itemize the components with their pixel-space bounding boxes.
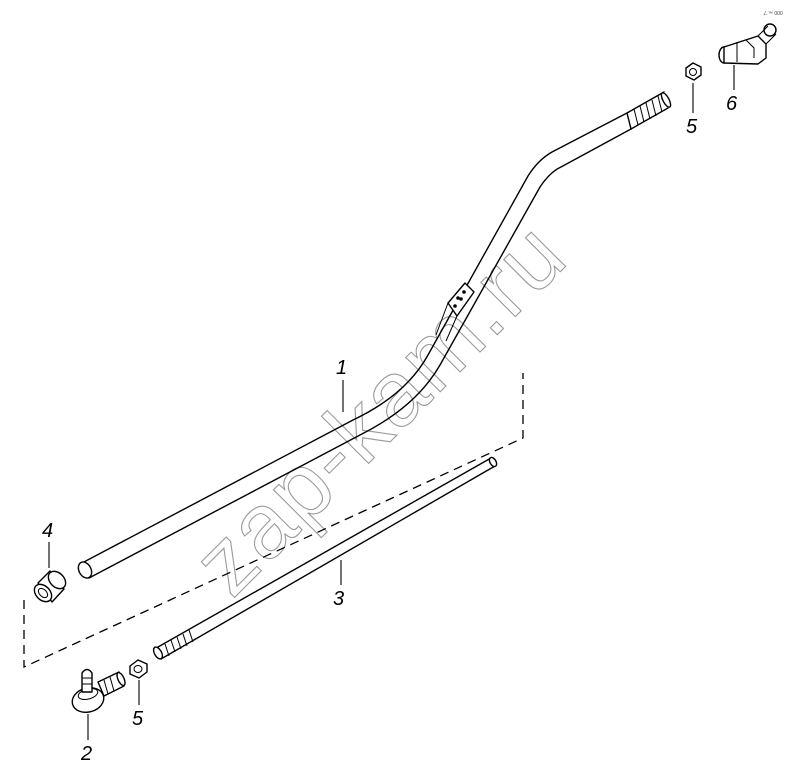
callout-5-upper: 5 — [686, 116, 698, 138]
callout-2: 2 — [80, 743, 92, 765]
callout-4: 4 — [42, 520, 53, 542]
assembly-dashed-outline — [23, 373, 524, 669]
drawing-code: ㄥ™ 000 — [763, 11, 783, 17]
callout-1: 1 — [336, 357, 347, 379]
part-3-threaded-rod — [152, 456, 498, 660]
callout-3: 3 — [333, 588, 344, 610]
part-5-nut-upper — [685, 62, 702, 81]
part-5-nut-lower — [129, 659, 148, 679]
part-4-sleeve — [33, 570, 67, 603]
part-6-clevis-fork — [718, 23, 777, 65]
watermark: zap-kam.ru — [174, 203, 586, 615]
callout-5-lower: 5 — [132, 708, 144, 730]
part-1-bent-tube — [77, 91, 672, 579]
callout-6: 6 — [726, 93, 738, 115]
part-2-ball-joint — [71, 668, 126, 714]
